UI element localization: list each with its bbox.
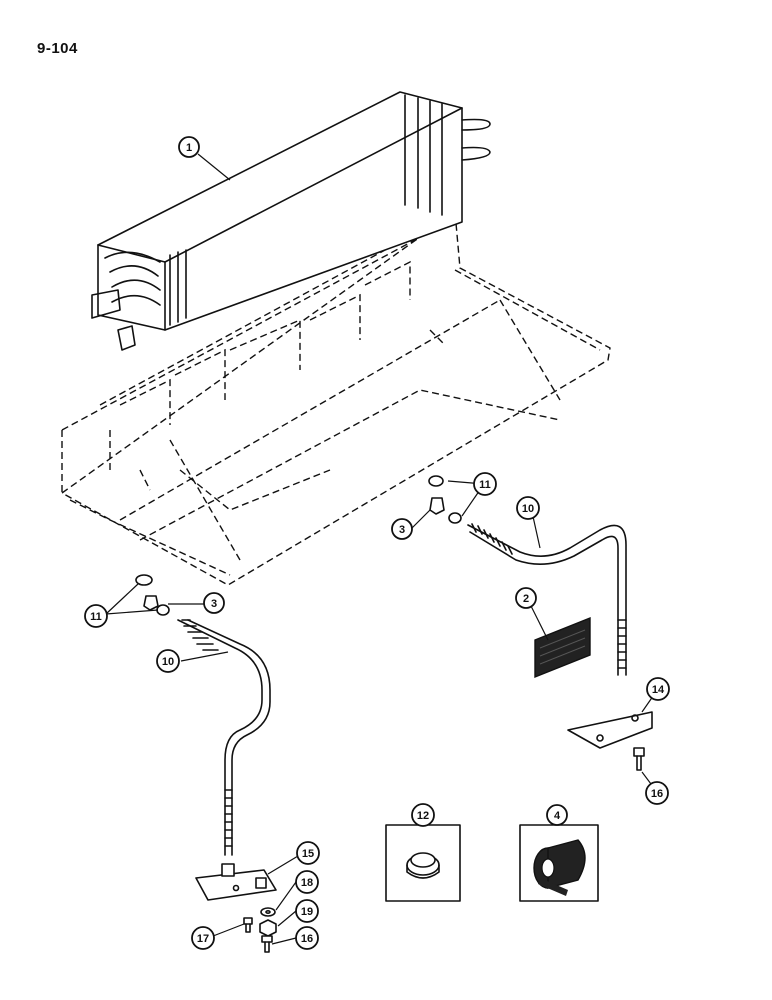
callout-12: 12 [411, 803, 435, 827]
svg-text:14: 14 [652, 684, 665, 696]
mounting-bracket [567, 711, 653, 749]
svg-text:1: 1 [186, 142, 192, 154]
washer [260, 907, 276, 917]
callout-15: 15 [296, 841, 320, 865]
callout-4: 4 [546, 804, 568, 826]
callout-19: 19 [295, 899, 319, 923]
svg-text:18: 18 [301, 877, 313, 889]
svg-text:17: 17 [197, 933, 209, 945]
callout-11: 11 [84, 604, 108, 628]
svg-text:2: 2 [523, 593, 529, 605]
svg-text:3: 3 [399, 524, 405, 536]
clamp [135, 475, 462, 616]
elbow-fitting [143, 497, 445, 611]
screw [243, 917, 253, 933]
nut [259, 919, 277, 937]
callout-14: 14 [646, 677, 670, 701]
mounting-plate [195, 863, 277, 901]
callout-17: 17 [191, 926, 215, 950]
callout-3: 3 [203, 592, 225, 614]
bolt [633, 747, 645, 771]
callout-1: 1 [178, 136, 200, 158]
drain-hose [467, 523, 627, 676]
evaporator-core [91, 91, 491, 351]
callout-3: 3 [391, 518, 413, 540]
callout-11: 11 [473, 472, 497, 496]
tape-roll [519, 824, 599, 902]
svg-text:16: 16 [651, 788, 663, 800]
bolt [261, 935, 273, 953]
svg-text:19: 19 [301, 906, 313, 918]
svg-text:12: 12 [417, 810, 429, 822]
evaporator-housing [60, 210, 611, 586]
callout-16: 16 [645, 781, 669, 805]
svg-text:3: 3 [211, 598, 217, 610]
svg-text:15: 15 [302, 848, 314, 860]
callout-18: 18 [295, 870, 319, 894]
callout-16: 16 [295, 926, 319, 950]
svg-text:11: 11 [90, 611, 102, 623]
svg-text:11: 11 [479, 479, 491, 491]
svg-text:10: 10 [162, 656, 174, 668]
page-number: 9-104 [37, 40, 78, 57]
callout-10: 10 [516, 496, 540, 520]
callout-10: 10 [156, 649, 180, 673]
foam-strip [534, 616, 591, 679]
svg-text:16: 16 [301, 933, 313, 945]
callout-2: 2 [515, 587, 537, 609]
svg-text:4: 4 [554, 810, 561, 822]
drain-hose [177, 619, 271, 856]
svg-text:10: 10 [522, 503, 534, 515]
plug [385, 824, 461, 902]
